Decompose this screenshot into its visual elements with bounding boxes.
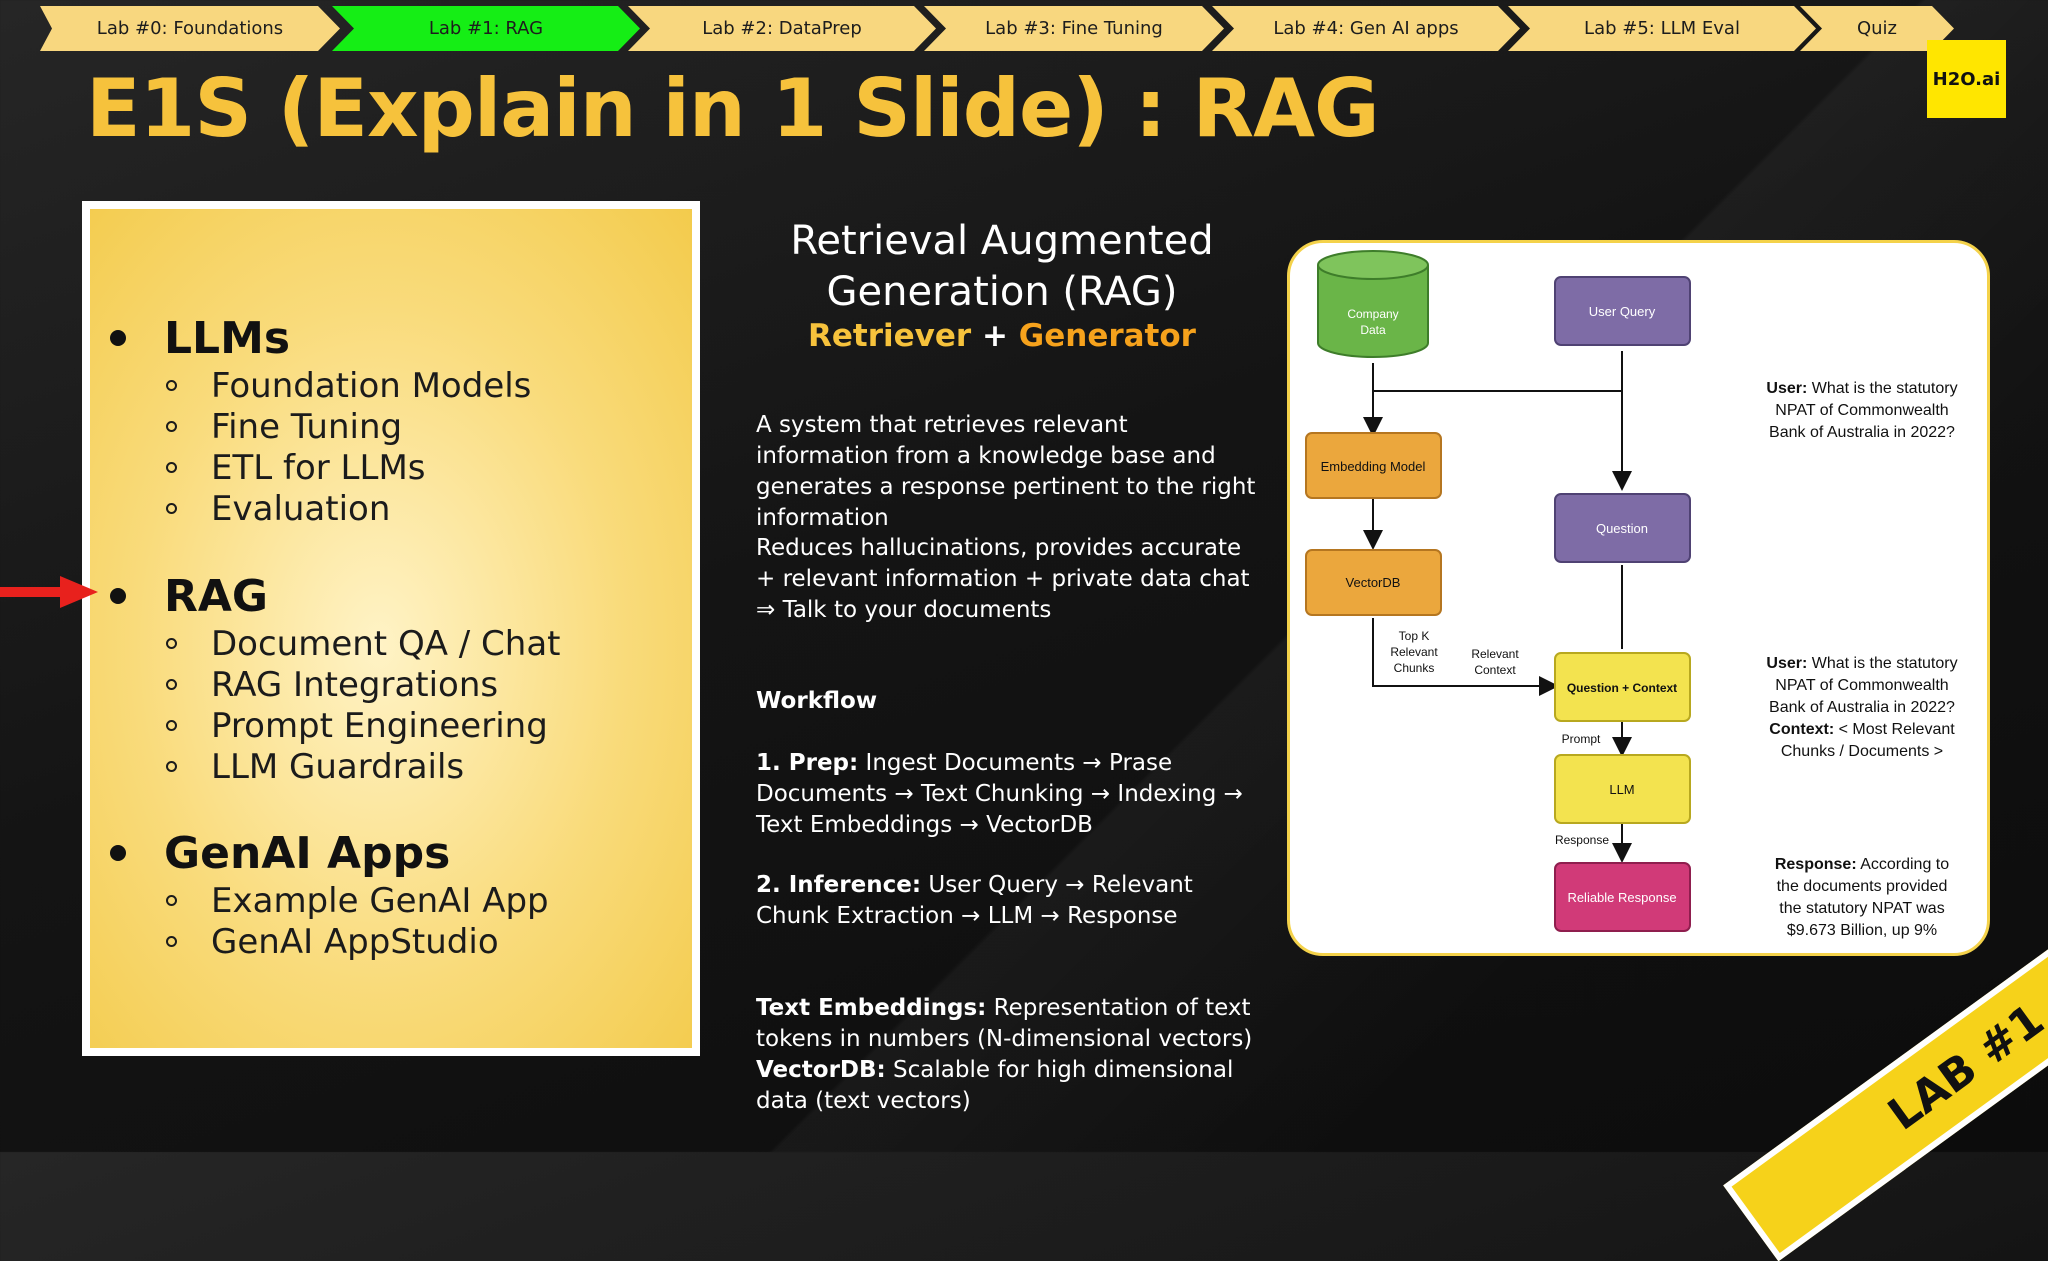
topic-item: Document QA / Chat [166,623,561,664]
circle-bullet-icon [166,421,177,432]
embedding-model-node: Embedding Model [1305,432,1442,499]
tab-lab-4[interactable]: Lab #4: Gen AI apps [1212,6,1520,51]
bullet-dot [110,845,126,861]
svg-text:Context: < Most Relevant: Context: < Most Relevant [1769,721,1955,738]
topics-panel: LLMs Foundation Models Fine Tuning ETL f… [82,201,700,1056]
page-title: E1S (Explain in 1 Slide) : RAG [86,62,1380,155]
llm-node: LLM [1554,754,1691,824]
svg-text:$9.673 Billion, up 9%: $9.673 Billion, up 9% [1787,922,1937,939]
svg-text:Data: Data [1360,323,1386,337]
topic-item: Foundation Models [166,365,531,406]
topic-rag: RAG Document QA / Chat RAG Integrations … [110,569,561,787]
user-context-note: User: What is the statutory NPAT of Comm… [1766,655,1957,760]
topic-item: ETL for LLMs [166,447,531,488]
rag-subtitle: Retriever + Generator [808,318,1196,354]
vectordb-node: VectorDB [1305,549,1442,616]
topic-genai-apps: GenAI Apps Example GenAI App GenAI AppSt… [110,826,549,962]
topics-panel-inner: LLMs Foundation Models Fine Tuning ETL f… [90,209,692,1048]
workflow-prep: 1. Prep: Ingest Documents → Prase Docume… [756,750,1243,838]
svg-text:Chunks / Documents >: Chunks / Documents > [1781,743,1943,760]
rag-diagram: Company Data User Query Embedding Model … [1287,240,1990,956]
user-query-node: User Query [1554,276,1691,346]
svg-text:NPAT of Commonwealth: NPAT of Commonwealth [1775,402,1948,419]
bullet-dot [110,588,126,604]
svg-text:NPAT of Commonwealth: NPAT of Commonwealth [1775,677,1948,694]
svg-text:Question + Context: Question + Context [1567,681,1677,695]
circle-bullet-icon [166,761,177,772]
svg-text:Embedding Model: Embedding Model [1321,459,1426,474]
response-note: Response: According to the documents pro… [1775,856,1949,939]
topic-item: Evaluation [166,488,531,529]
svg-text:Reliable Response: Reliable Response [1567,890,1676,905]
topic-item: LLM Guardrails [166,746,561,787]
topic-item: GenAI AppStudio [166,921,549,962]
reliable-response-node: Reliable Response [1554,862,1691,932]
svg-text:Bank of Australia in 2022?: Bank of Australia in 2022? [1769,424,1955,441]
bullet-dot [110,330,126,346]
tab-lab-2[interactable]: Lab #2: DataPrep [628,6,936,51]
circle-bullet-icon [166,895,177,906]
rag-description: A system that retrieves relevant informa… [756,412,1256,531]
company-data-node: Company Data [1317,250,1429,358]
response-label: Response [1555,833,1609,847]
tab-lab-0[interactable]: Lab #0: Foundations [40,6,340,51]
svg-text:LLM: LLM [1609,782,1634,797]
workflow-inference: 2. Inference: User Query → Relevant Chun… [756,872,1193,929]
relevant-context-label: Relevant [1471,647,1519,661]
svg-text:Question: Question [1596,521,1648,536]
circle-bullet-icon [166,462,177,473]
red-arrow-icon [0,576,98,608]
circle-bullet-icon [166,503,177,514]
circle-bullet-icon [166,679,177,690]
svg-text:Context: Context [1474,663,1516,677]
tab-lab-5[interactable]: Lab #5: LLM Eval [1508,6,1816,51]
svg-text:User: What is the statutory: User: What is the statutory [1766,380,1957,397]
svg-text:Response: According to: Response: According to [1775,856,1949,873]
question-node: Question [1554,493,1691,563]
tab-lab-3[interactable]: Lab #3: Fine Tuning [924,6,1224,51]
tab-lab-1[interactable]: Lab #1: RAG [332,6,640,51]
circle-bullet-icon [166,638,177,649]
topic-item: Example GenAI App [166,880,549,921]
circle-bullet-icon [166,720,177,731]
circle-bullet-icon [166,380,177,391]
topic-heading: RAG [164,570,269,622]
topic-item: Prompt Engineering [166,705,561,746]
rag-benefits: Reduces hallucinations, provides accurat… [756,535,1250,623]
svg-text:VectorDB: VectorDB [1346,575,1401,590]
circle-bullet-icon [166,936,177,947]
svg-text:User Query: User Query [1589,304,1656,319]
user-note-1: User: What is the statutory NPAT of Comm… [1766,380,1957,441]
prompt-label: Prompt [1562,732,1601,746]
topic-item: Fine Tuning [166,406,531,447]
topic-llms: LLMs Foundation Models Fine Tuning ETL f… [110,311,531,529]
svg-text:Bank of Australia in 2022?: Bank of Australia in 2022? [1769,699,1955,716]
rag-title: Retrieval Augmented Generation (RAG) [790,218,1214,315]
definitions: Text Embeddings: Representation of text … [756,995,1253,1114]
h2o-logo: H2O.ai [1927,40,2006,118]
question-context-node: Question + Context [1554,652,1691,722]
svg-text:Chunks: Chunks [1394,661,1435,675]
workflow-heading: Workflow [756,688,878,714]
svg-text:the statutory NPAT was: the statutory NPAT was [1779,900,1944,917]
topk-label: Top K [1399,629,1430,643]
topic-heading: GenAI Apps [164,827,451,879]
svg-text:the documents provided: the documents provided [1777,878,1948,895]
topic-item: RAG Integrations [166,664,561,705]
svg-text:Company: Company [1347,307,1398,321]
svg-text:User: What is the statutory: User: What is the statutory [1766,655,1957,672]
svg-text:Relevant: Relevant [1390,645,1438,659]
topic-heading: LLMs [164,312,291,364]
